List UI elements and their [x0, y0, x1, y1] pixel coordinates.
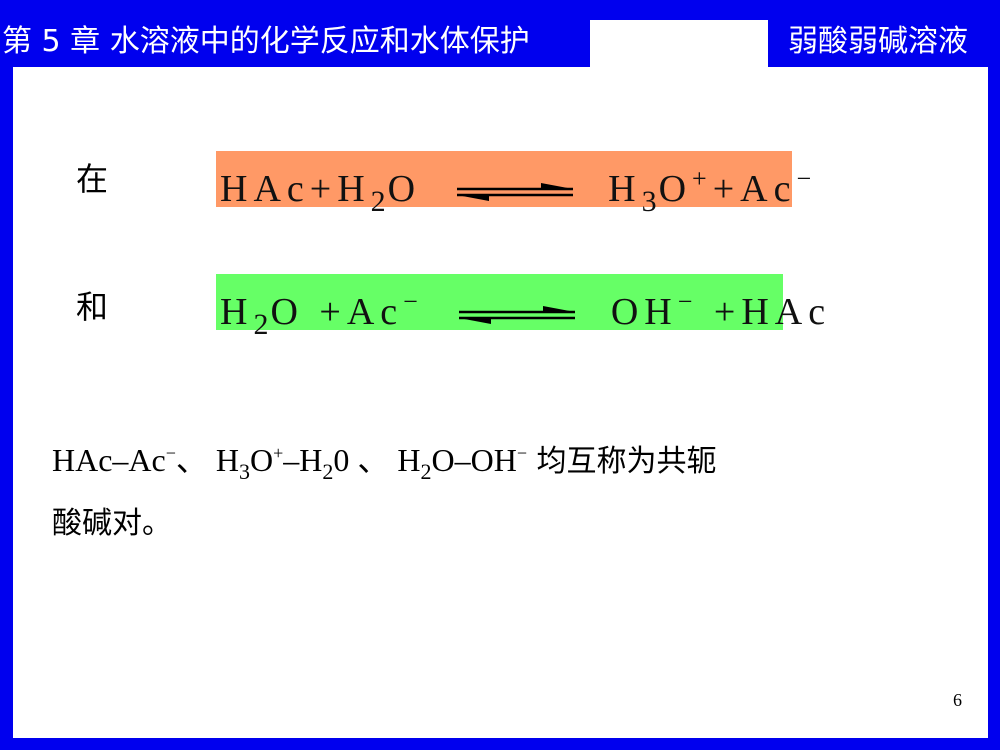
- eq-term: OH: [610, 291, 678, 333]
- text-sup: −: [165, 443, 176, 463]
- eq-subscript: 2: [370, 185, 388, 218]
- eq-term: Ac: [346, 291, 404, 333]
- label-zai: 在: [76, 160, 109, 198]
- text-run: 、 H: [175, 442, 240, 478]
- equilibrium-arrow-icon: [456, 183, 573, 202]
- text-run: HAc–Ac: [52, 442, 166, 478]
- text-run: –H: [283, 442, 323, 478]
- eq-term: O: [387, 168, 422, 210]
- text-sup: +: [273, 443, 284, 463]
- eq-plus: +: [712, 168, 741, 210]
- eq-term: H: [220, 291, 254, 333]
- text-run: 0 、 H: [333, 442, 421, 478]
- text-sub: 2: [322, 459, 334, 484]
- eq-superscript: +: [692, 164, 713, 193]
- text-run: 酸碱对。: [52, 506, 172, 541]
- eq-term: HAc: [220, 168, 310, 210]
- equilibrium-arrow-icon: [459, 306, 576, 325]
- eq-term: H: [337, 168, 371, 210]
- eq-term: Ac: [740, 168, 797, 210]
- text-sup: −: [516, 443, 527, 463]
- chapter-title: 第 5 章 水溶液中的化学反应和水体保护: [0, 16, 590, 67]
- eq-superscript: −: [403, 287, 424, 316]
- equation-hac-ionization: HAc+H2O H3O++Ac−: [216, 151, 811, 218]
- eq-subscript: 3: [641, 185, 659, 218]
- equation-ac-hydrolysis: H2O +Ac− OH− +HAc: [216, 274, 825, 341]
- label-he: 和: [76, 288, 109, 326]
- eq-plus: +: [713, 291, 742, 333]
- conjugate-pairs-text: HAc–Ac−、 H3O+–H20 、 H2O–OH− 均互称为共轭 酸碱对。: [52, 428, 912, 549]
- text-run: 均互称为共轭: [527, 444, 717, 479]
- slide-canvas: [13, 20, 988, 738]
- eq-superscript: −: [796, 164, 818, 193]
- text-sub: 2: [420, 459, 432, 484]
- eq-subscript: 2: [253, 308, 271, 341]
- text-run: O: [250, 442, 274, 478]
- text-run: O–OH: [431, 442, 517, 478]
- eq-term: HAc: [741, 291, 832, 333]
- eq-term: H: [608, 168, 642, 210]
- eq-plus: +: [319, 291, 347, 333]
- eq-term: O: [270, 291, 304, 333]
- text-sub: 3: [239, 459, 251, 484]
- eq-plus: +: [309, 168, 338, 210]
- eq-superscript: −: [677, 287, 699, 316]
- eq-term: O: [658, 168, 693, 210]
- topic-title: 弱酸弱碱溶液: [768, 16, 988, 67]
- page-number: 6: [953, 690, 962, 710]
